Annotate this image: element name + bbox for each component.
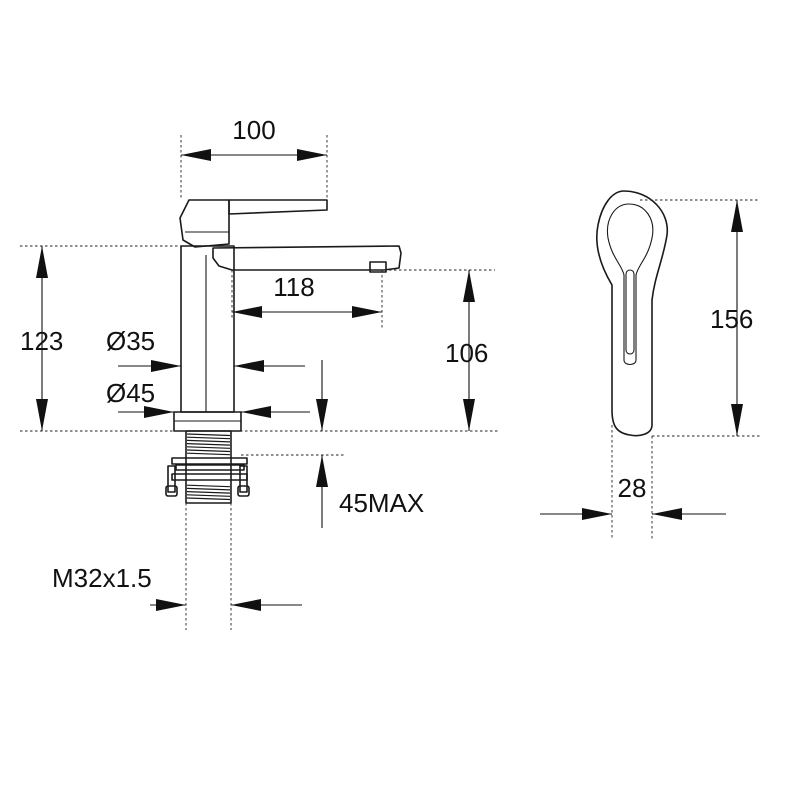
side-lever-slot xyxy=(625,269,635,355)
dim-label-side-height: 156 xyxy=(710,304,753,334)
spout xyxy=(212,245,402,271)
thread-lines xyxy=(186,433,231,501)
handle-cap xyxy=(179,199,230,248)
dim-label-overall-height: 123 xyxy=(20,326,63,356)
front-view xyxy=(165,199,402,504)
side-profile xyxy=(595,190,668,437)
faucet-body xyxy=(180,245,235,413)
thread-line xyxy=(186,491,231,494)
thread-line xyxy=(186,433,231,437)
thread-line xyxy=(186,443,231,446)
thread-line xyxy=(186,452,231,456)
side-lever xyxy=(606,203,654,366)
dim-label-handle-reach: 100 xyxy=(232,115,275,145)
dim-label-thread: M32x1.5 xyxy=(52,563,152,593)
thread-line xyxy=(186,494,231,497)
dimension-lines xyxy=(36,149,475,611)
dim-label-base-diameter: Ø45 xyxy=(106,378,155,408)
dim-label-upper-diameter: Ø35 xyxy=(106,326,155,356)
dim-label-spout-reach: 118 xyxy=(273,272,314,302)
dim-label-deck-thickness: 45MAX xyxy=(339,488,424,518)
side-view xyxy=(540,190,760,540)
thread-line xyxy=(186,449,231,453)
thread-line xyxy=(186,497,231,501)
dimension-labels: 100 123 118 106 Ø35 Ø45 45MAX M32x1.5 15… xyxy=(20,115,753,593)
mounting-bracket xyxy=(165,457,250,497)
thread-line xyxy=(186,487,231,491)
dim-label-spout-height: 106 xyxy=(445,338,488,368)
thread-line xyxy=(186,439,231,443)
threaded-tail xyxy=(185,430,232,504)
thread-line xyxy=(186,436,231,440)
thread-line xyxy=(186,446,231,449)
dim-label-side-width: 28 xyxy=(618,473,647,503)
handle-lever xyxy=(228,199,328,215)
extension-lines xyxy=(20,135,500,630)
thread-line xyxy=(186,484,231,488)
aerator xyxy=(369,261,387,273)
